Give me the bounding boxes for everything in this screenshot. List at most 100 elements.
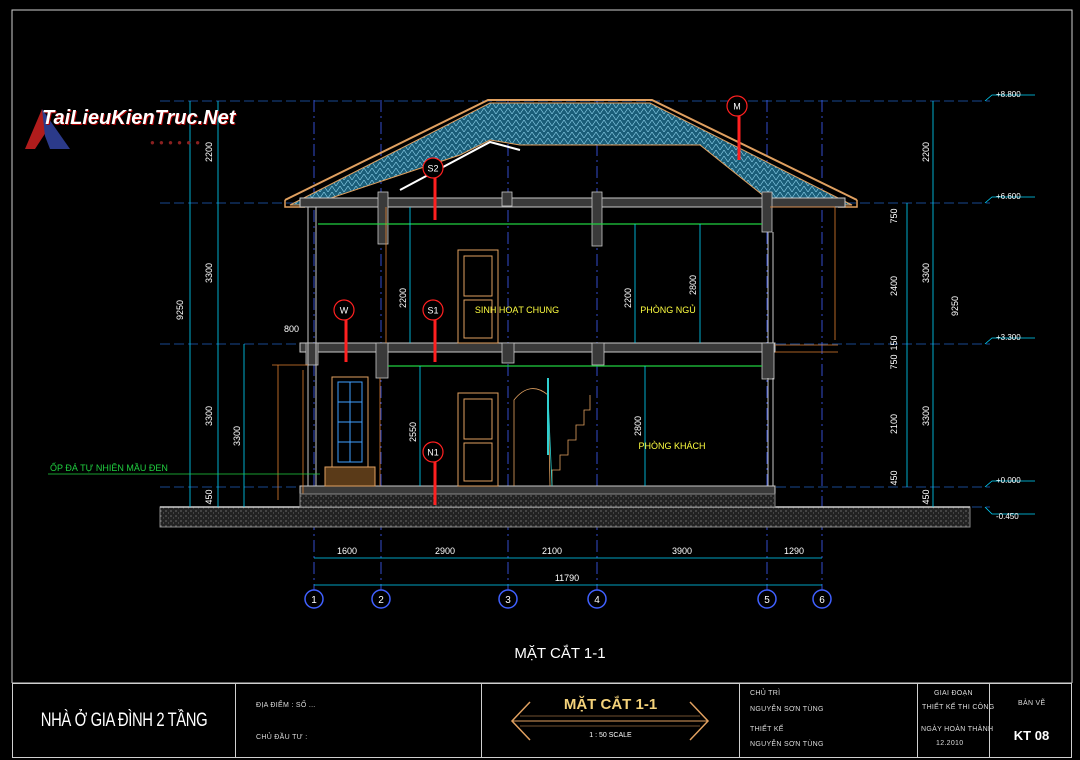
grid-axis-label: 4 bbox=[594, 595, 600, 606]
title-block-phase: GIAI ĐOẠN THIẾT KẾ THI CÔNG NGÀY HOÀN TH… bbox=[917, 684, 994, 757]
grid-axis-circle bbox=[812, 589, 832, 609]
staircase bbox=[513, 378, 591, 487]
location-label: ĐỊA ĐIỂM : SỐ ... bbox=[256, 702, 316, 709]
grid-axis-label: 1 bbox=[311, 595, 317, 606]
material-note: ỐP ĐÁ TỰ NHIÊN MẦU ĐEN bbox=[50, 462, 168, 473]
grid-axis-circle bbox=[304, 589, 324, 609]
marker-circle bbox=[422, 157, 444, 179]
marker-label: S2 bbox=[427, 164, 438, 174]
grid-axis-label: 6 bbox=[819, 595, 825, 606]
roof bbox=[284, 99, 858, 208]
phase-value: THIẾT KẾ THI CÔNG bbox=[922, 704, 995, 711]
room-label: SINH HOẠT CHUNG bbox=[475, 305, 559, 315]
grid-axis-circle bbox=[587, 589, 607, 609]
section-title: MẶT CẮT 1-1 bbox=[514, 645, 606, 662]
drawing-frame bbox=[11, 9, 1073, 683]
marker-circle bbox=[422, 299, 444, 321]
date-label: NGÀY HOÀN THÀNH bbox=[921, 726, 994, 733]
dim-left-outer: 3300 bbox=[204, 263, 214, 283]
sheet-scale: 1 : 50 SCALE bbox=[589, 732, 632, 739]
level-label: +0.000 bbox=[996, 476, 1021, 485]
dim-bottom: 2900 bbox=[435, 546, 455, 556]
title-arrow-icon bbox=[510, 701, 710, 741]
marker-label: M bbox=[733, 102, 741, 112]
sheet-code: KT 08 bbox=[1013, 728, 1050, 743]
marker-label: W bbox=[340, 306, 349, 316]
title-block-sheet: MẶT CẮT 1-1 1 : 50 SCALE bbox=[481, 684, 739, 757]
room-label: PHÒNG NGỦ bbox=[640, 304, 696, 315]
level-label: +8.800 bbox=[996, 90, 1021, 99]
dim-left-outer: 450 bbox=[204, 489, 214, 504]
marker-label: S1 bbox=[427, 306, 438, 316]
dim-bottom: 1600 bbox=[337, 546, 357, 556]
grid-axis-circle bbox=[498, 589, 518, 609]
dim-bottom: 1290 bbox=[784, 546, 804, 556]
section-drawing: +8.800+6.600+3.300+0.000-0.450 MS2WS1N1 … bbox=[11, 9, 1073, 683]
dim-interior: 2800 bbox=[688, 275, 698, 295]
dim-left-outer: 9250 bbox=[175, 300, 185, 320]
dim-bottom: 2100 bbox=[542, 546, 562, 556]
grid-axis-circle bbox=[757, 589, 777, 609]
foundation bbox=[299, 493, 776, 508]
dim-right-outer: 3300 bbox=[921, 263, 931, 283]
marker-circle bbox=[726, 95, 748, 117]
ceiling-lines bbox=[318, 223, 762, 367]
dim-right-inner: 150 bbox=[889, 335, 899, 350]
dim-right-inner: 450 bbox=[889, 470, 899, 485]
dim-right-outer: 3300 bbox=[921, 406, 931, 426]
investor-label: CHỦ ĐẦU TƯ : bbox=[256, 734, 308, 741]
dim-total: 11790 bbox=[555, 573, 579, 583]
dim-bottom: 3900 bbox=[672, 546, 692, 556]
grid-axis-label: 5 bbox=[764, 595, 770, 606]
date-value: 12.2010 bbox=[936, 740, 964, 747]
dim-left-outer: 3300 bbox=[204, 406, 214, 426]
level-label: +3.300 bbox=[996, 333, 1021, 342]
grid-axis-circle bbox=[371, 589, 391, 609]
beams bbox=[305, 191, 775, 380]
dim-right-inner: 750 bbox=[889, 208, 899, 223]
project-name: NHÀ Ở GIA ĐÌNH 2 TẦNG bbox=[40, 709, 208, 731]
marker-circle bbox=[333, 299, 355, 321]
watermark-logo-icon bbox=[25, 109, 70, 149]
title-block-info: ĐỊA ĐIỂM : SỐ ... CHỦ ĐẦU TƯ : bbox=[235, 684, 481, 757]
dimension-lines bbox=[189, 101, 934, 586]
level-label: +6.600 bbox=[996, 192, 1021, 201]
interior-lines bbox=[272, 206, 838, 500]
dim-right-outer: 9250 bbox=[950, 296, 960, 316]
marker-label: N1 bbox=[427, 448, 439, 458]
doors bbox=[457, 249, 499, 487]
dim-interior: 2200 bbox=[623, 288, 633, 308]
title-block: NHÀ Ở GIA ĐÌNH 2 TẦNG ĐỊA ĐIỂM : SỐ ... … bbox=[12, 683, 1072, 758]
level-tags bbox=[984, 94, 1035, 515]
ground-fill bbox=[159, 506, 971, 528]
thiet-ke-label: THIẾT KẾ bbox=[750, 726, 784, 733]
dim-left-outer: 2200 bbox=[204, 142, 214, 162]
grid-axis-label: 3 bbox=[505, 595, 511, 606]
thiet-ke-name: NGUYỄN SƠN TÙNG bbox=[750, 741, 824, 748]
sheet-label: BẢN VẼ bbox=[1018, 700, 1046, 707]
watermark-dots: ● ● ● ● ● ● bbox=[150, 138, 202, 147]
window bbox=[324, 376, 376, 487]
dim-right-outer: 450 bbox=[921, 489, 931, 504]
level-label: -0.450 bbox=[996, 512, 1019, 521]
phase-label: GIAI ĐOẠN bbox=[934, 690, 973, 697]
sheet-title: MẶT CẮT 1-1 bbox=[563, 696, 658, 713]
title-block-people: CHỦ TRÌ NGUYỄN SƠN TÙNG THIẾT KẾ NGUYỄN … bbox=[739, 684, 917, 757]
dim-interior: 2550 bbox=[408, 422, 418, 442]
watermark-text: TaiLieuKienTruc.Net bbox=[42, 107, 236, 129]
walls bbox=[307, 207, 774, 486]
dim-right-inner: 750 bbox=[889, 354, 899, 369]
marker-circle bbox=[422, 441, 444, 463]
dim-interior: 2200 bbox=[398, 288, 408, 308]
dim-interior: 2800 bbox=[633, 416, 643, 436]
chu-tri-label: CHỦ TRÌ bbox=[750, 690, 781, 697]
dim-left-inner: 3300 bbox=[232, 426, 242, 446]
grid-axis-label: 2 bbox=[378, 595, 384, 606]
dim-right-outer: 2200 bbox=[921, 142, 931, 162]
title-block-code: BẢN VẼ KT 08 bbox=[989, 684, 1073, 757]
chu-tri-name: NGUYỄN SƠN TÙNG bbox=[750, 706, 824, 713]
room-label: PHÒNG KHÁCH bbox=[638, 441, 705, 451]
dim-right-inner: 2400 bbox=[889, 276, 899, 296]
level-lines bbox=[160, 100, 990, 508]
dim-right-inner: 2100 bbox=[889, 414, 899, 434]
